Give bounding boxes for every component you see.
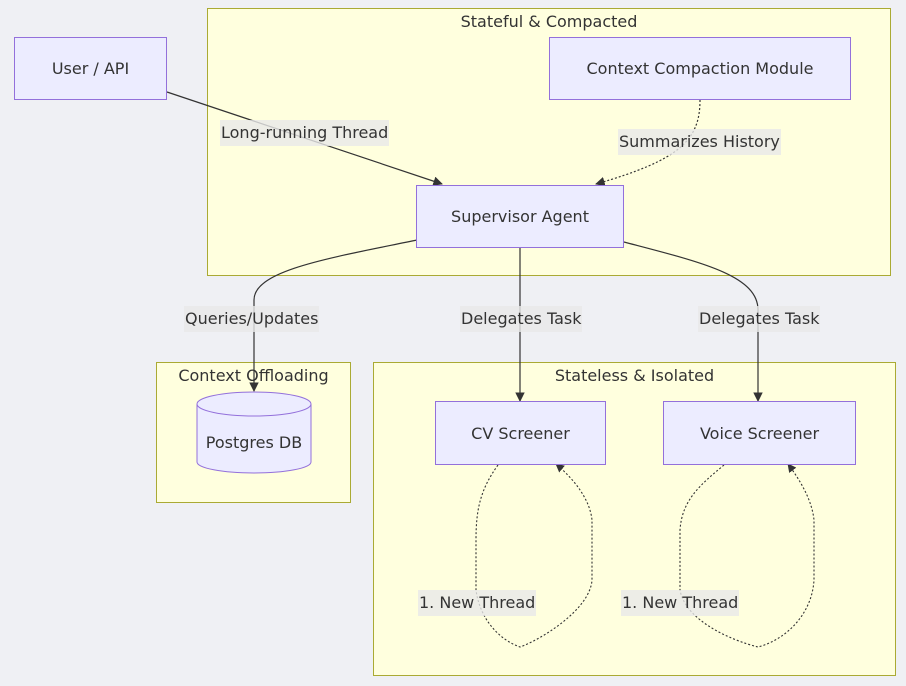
edge-label-long-running-thread: Long-running Thread xyxy=(220,120,390,146)
node-supervisor-agent[interactable]: Supervisor Agent xyxy=(416,185,624,248)
edge-label-delegates-task-voice: Delegates Task xyxy=(698,306,821,332)
edge-cv-loop xyxy=(475,463,593,648)
node-label: CV Screener xyxy=(471,423,570,443)
edge-supervisor-db xyxy=(249,239,418,392)
node-label: User / API xyxy=(51,59,130,78)
node-label: Postgres DB xyxy=(205,433,303,452)
node-label: Supervisor Agent xyxy=(451,207,589,226)
edge-label-new-thread-cv: 1. New Thread xyxy=(418,590,537,616)
cluster-title: Stateful & Compacted xyxy=(460,12,638,31)
edge-label-new-thread-voice: 1. New Thread xyxy=(621,590,740,616)
cluster-title: Stateless & Isolated xyxy=(554,366,715,385)
edge-label-summarizes-history: Summarizes History xyxy=(618,129,781,155)
node-label: Context Compaction Module xyxy=(586,59,814,78)
node-context-compaction-module[interactable]: Context Compaction Module xyxy=(549,37,851,100)
edge-label-delegates-task-cv: Delegates Task xyxy=(460,306,583,332)
edge-label-queries-updates: Queries/Updates xyxy=(184,306,320,332)
node-user-api[interactable]: User / API xyxy=(14,37,167,100)
node-label: Voice Screener xyxy=(699,423,820,443)
edge-voice-loop xyxy=(679,463,815,648)
cluster-context-offloading: Context Offloading xyxy=(156,362,351,503)
node-cv-screener[interactable]: CV Screener xyxy=(435,401,606,465)
node-voice-screener[interactable]: Voice Screener xyxy=(663,401,856,465)
edge-compaction-supervisor xyxy=(595,99,701,187)
database-cylinder xyxy=(196,391,312,474)
edge-supervisor-voice xyxy=(623,241,763,402)
node-postgres-db[interactable]: Postgres DB xyxy=(197,433,311,452)
